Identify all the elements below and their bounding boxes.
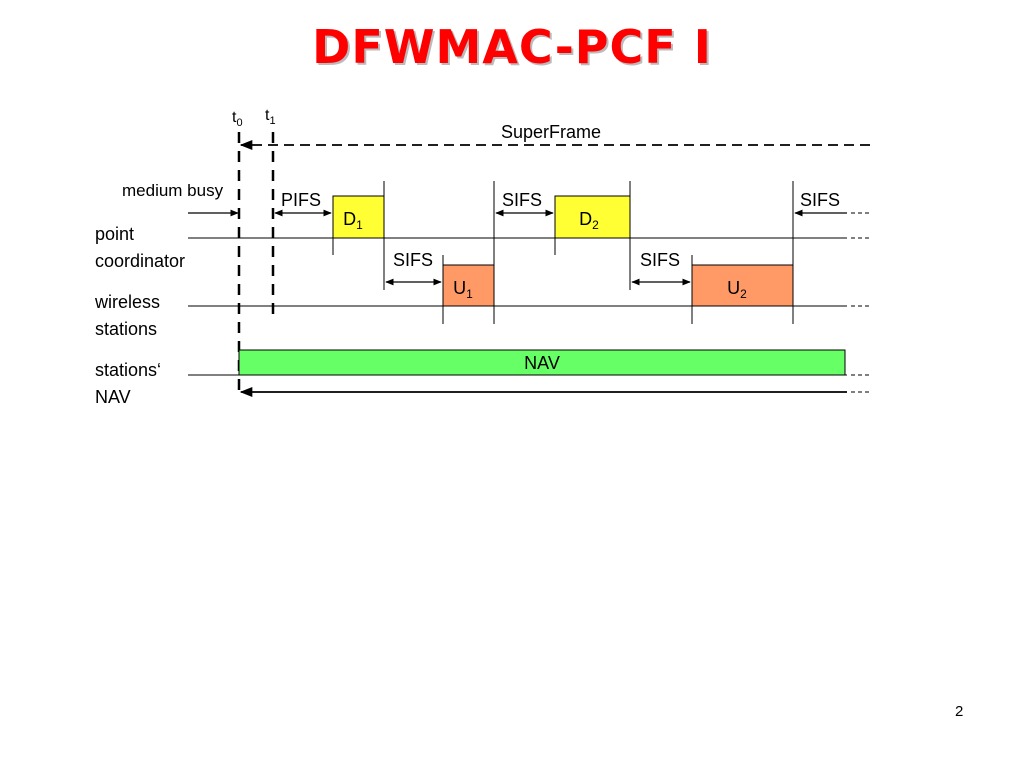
superframe-label: SuperFrame <box>501 122 601 142</box>
stations-nav-label: stations‘NAV <box>95 360 161 407</box>
pifs-label: PIFS <box>281 190 321 210</box>
u2-frame <box>691 264 794 307</box>
t0-label: t0 <box>232 109 243 129</box>
d1-frame <box>332 195 385 239</box>
sifs-label-3: SIFS <box>640 250 680 270</box>
sifs-label-1: SIFS <box>393 250 433 270</box>
u2-label: U2 <box>727 278 747 301</box>
slide-number: 2 <box>955 703 964 720</box>
sifs-label-4: SIFS <box>800 190 840 210</box>
sifs-label-2: SIFS <box>502 190 542 210</box>
u1-frame <box>442 264 495 307</box>
d1-label: D1 <box>343 209 363 232</box>
nav-bar <box>238 349 846 376</box>
d2-frame <box>554 195 631 239</box>
medium-busy-label: medium busy <box>122 181 224 200</box>
u1-label: U1 <box>453 278 473 301</box>
nav-bar-label: NAV <box>524 353 560 373</box>
t1-label: t1 <box>265 107 276 127</box>
slide-title: DFWMAC-PCF I <box>312 20 712 74</box>
d2-label: D2 <box>579 209 599 232</box>
